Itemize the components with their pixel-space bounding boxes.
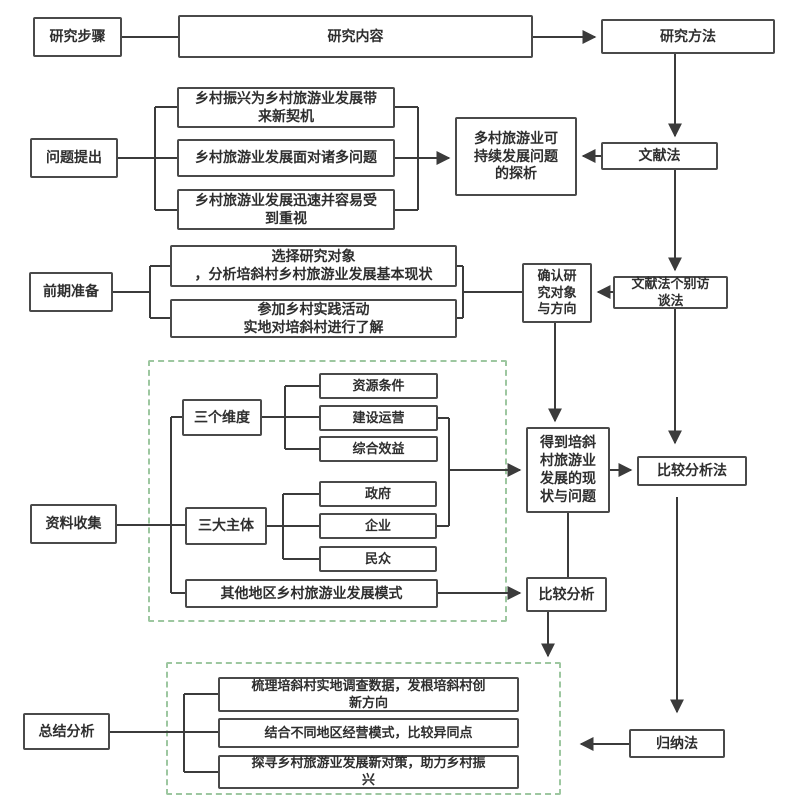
node-resource-condition: 资源条件 [319, 373, 438, 399]
node-comprehensive-benefit: 综合效益 [319, 436, 438, 462]
node-other-regions: 其他地区乡村旅游业发展模式 [185, 579, 438, 608]
bracket-problem-left [118, 106, 177, 211]
node-prep-1: 选择研究对象 ，分析培斜村乡村旅游业发展基本现状 [170, 245, 457, 287]
bracket-problem-right [395, 106, 419, 211]
bracket-prep-right [457, 265, 522, 319]
node-three-dimensions: 三个维度 [182, 399, 262, 436]
node-summary: 总结分析 [23, 713, 110, 750]
node-literature-method: 文献法 [601, 142, 718, 170]
node-problem-raise: 问题提出 [30, 138, 118, 178]
node-status-problems: 得到培斜 村旅游业 发展的现 状与问题 [526, 427, 610, 513]
node-government: 政府 [319, 481, 437, 507]
node-prep-2: 参加乡村实践活动 实地对培斜村进行了解 [170, 299, 457, 338]
node-summary-1: 梳理培斜村实地调查数据，发根培斜村创 新方向 [218, 677, 519, 712]
node-public: 民众 [319, 546, 437, 572]
node-research-content: 研究内容 [178, 15, 533, 58]
node-summary-3: 探寻乡村旅游业发展新对策，助力乡村振 兴 [218, 755, 519, 789]
bracket-prep-left [113, 265, 170, 319]
node-summary-2: 结合不同地区经营模式，比较异同点 [218, 718, 519, 748]
node-problem-3: 乡村旅游业发展迅速并容易受 到重视 [177, 189, 395, 230]
node-research-steps: 研究步骤 [33, 17, 122, 57]
node-confirm-object: 确认研 究对象 与方向 [522, 263, 592, 323]
node-construction-operation: 建设运营 [319, 405, 438, 431]
node-data-collection: 资料收集 [30, 504, 117, 544]
node-sustainable-analysis: 多村旅游业可 持续发展问题 的探析 [455, 117, 577, 196]
node-research-method: 研究方法 [601, 19, 775, 54]
node-comparative-method: 比较分析法 [637, 456, 747, 486]
node-three-subjects: 三大主体 [185, 507, 267, 545]
node-comparative-analysis: 比较分析 [526, 577, 607, 612]
node-literature-interview: 文献法个别访 谈法 [613, 276, 728, 309]
node-early-prep: 前期准备 [29, 272, 113, 312]
node-problem-1: 乡村振兴为乡村旅游业发展带 来新契机 [177, 87, 395, 128]
node-enterprise: 企业 [319, 513, 437, 539]
node-induction-method: 归纳法 [629, 729, 725, 758]
node-problem-2: 乡村旅游业发展面对诸多问题 [177, 139, 395, 177]
